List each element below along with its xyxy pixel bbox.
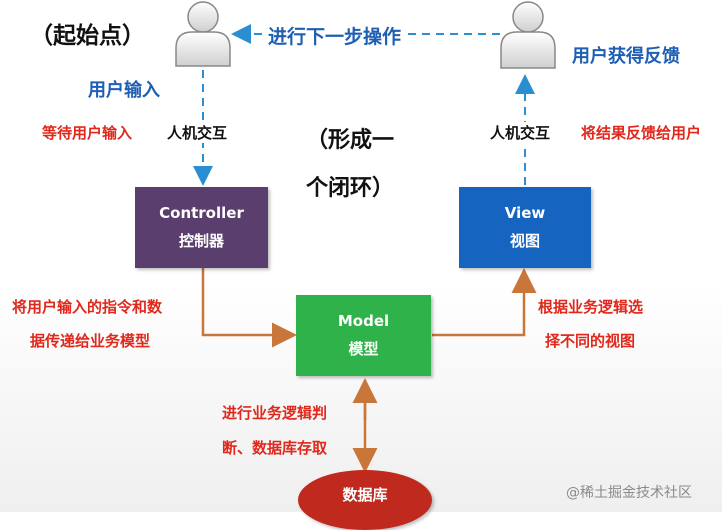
arrow-controller-to-model	[201, 268, 297, 348]
controller-subtitle: 控制器	[178, 232, 224, 250]
user-input-label: 用户输入	[88, 80, 160, 101]
database-label: 数据库	[342, 486, 388, 504]
arrow-model-to-view	[432, 268, 537, 337]
controller-to-model-line2: 据传递给业务模型	[30, 332, 151, 350]
view-title: View	[504, 204, 546, 222]
database-shape: 数据库	[298, 470, 432, 530]
model-title: Model	[337, 312, 390, 330]
start-label: （起始点）	[30, 23, 145, 49]
watermark: @稀土掘金技术社区	[566, 485, 692, 501]
model-db-line2: 断、数据库存取	[222, 439, 328, 457]
hci-left-label: 人机交互	[165, 122, 230, 143]
model-subtitle: 模型	[348, 340, 379, 358]
closed-loop-line1: （形成一	[306, 128, 395, 153]
model-to-view-line2: 择不同的视图	[545, 332, 636, 350]
model-box: Model 模型	[296, 295, 431, 376]
view-box: View 视图	[459, 187, 591, 268]
user-icon-right	[500, 1, 556, 69]
controller-to-model-line1: 将用户输入的指令和数	[12, 298, 163, 316]
user-feedback-label: 用户获得反馈	[572, 46, 680, 67]
closed-loop-line2: 个闭环）	[306, 176, 395, 201]
hci-right-label: 人机交互	[488, 122, 553, 143]
model-to-view-line1: 根据业务逻辑选	[538, 298, 644, 316]
controller-box: Controller 控制器	[135, 187, 268, 268]
feedback-to-user-label: 将结果反馈给用户	[581, 124, 702, 142]
user-icon-left	[175, 1, 231, 67]
controller-title: Controller	[159, 204, 244, 222]
wait-input-label: 等待用户输入	[42, 124, 133, 142]
view-subtitle: 视图	[509, 232, 540, 250]
next-step-label: 进行下一步操作	[262, 22, 408, 49]
model-db-line1: 进行业务逻辑判	[222, 404, 328, 422]
